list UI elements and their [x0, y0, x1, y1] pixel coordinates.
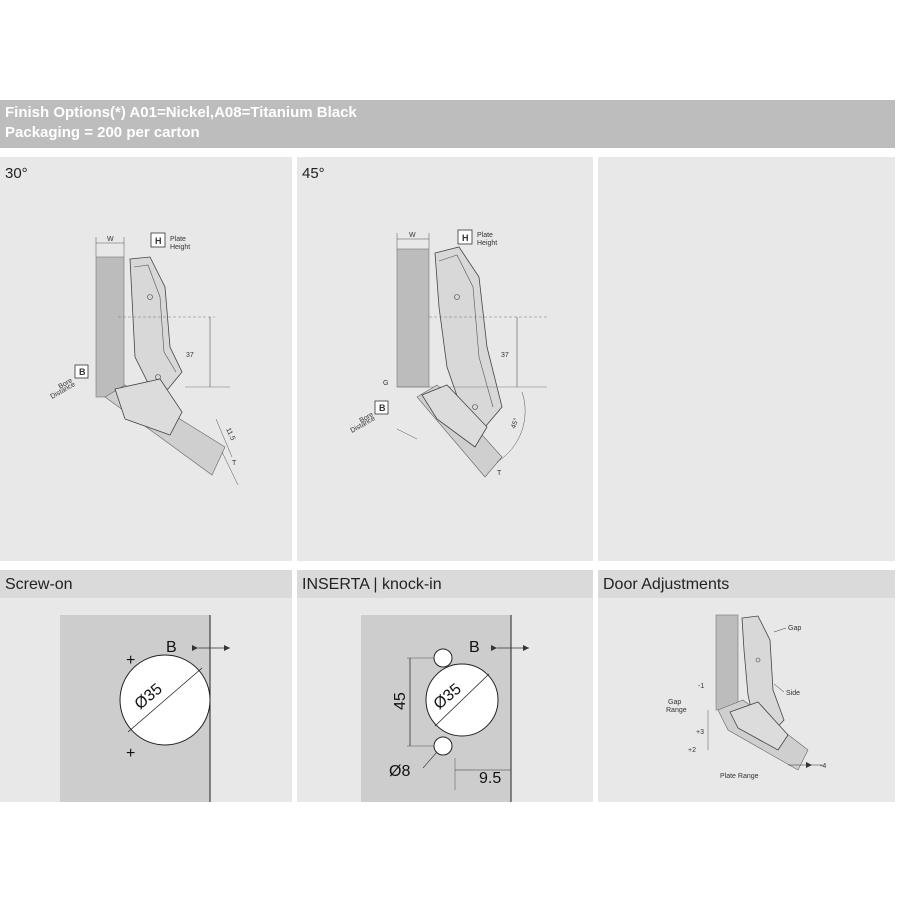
dim-45-label: 45°: [509, 417, 520, 430]
plate-height-box: [457, 229, 473, 245]
panel-30-degree: 30° W H Plate Height 37 B Bore Distance: [0, 157, 292, 561]
door-adjustment-diagram: Gap Side Gap Range -1 +3 +2 -4 Plate Ran…: [666, 614, 826, 780]
dim-d8-label: Ø8: [389, 763, 410, 780]
dim-t-label: T: [232, 460, 237, 467]
panel-title-inserta: INSERTA | knock-in: [302, 576, 442, 593]
plate-label-1: Plate: [170, 236, 186, 243]
dim-b-label: B: [469, 639, 480, 656]
panel-door-adjustments: Door Adjustments Gap Side Gap Range -1 +…: [598, 570, 895, 802]
panel-empty: [598, 157, 895, 561]
panel-title-45: 45°: [302, 165, 325, 182]
dim-t-label: T: [497, 470, 502, 477]
panel-inserta: INSERTA | knock-in B Ø35 45 Ø8 9.5: [297, 570, 593, 802]
dim-9-5-label: 9.5: [479, 770, 501, 787]
plus-3-label: +3: [696, 729, 704, 736]
dim-37-label: 37: [186, 352, 194, 359]
panel-title-door-adjustments: Door Adjustments: [603, 576, 730, 593]
plate-height-box-label: H: [155, 236, 162, 246]
title-strip: [297, 570, 593, 598]
gap-range-label-1: Gap: [668, 699, 681, 706]
plus-mark-top: +: [126, 652, 135, 669]
dim-w-label: W: [107, 236, 114, 243]
plate-label-1: Plate: [477, 232, 493, 239]
hinge-30-diagram: W H Plate Height 37 B Bore Distance 11.5…: [50, 232, 239, 486]
side-label: Side: [786, 690, 800, 697]
panel-screw-on: Screw-on B Ø35 + +: [0, 570, 292, 802]
panel-title-screw-on: Screw-on: [5, 576, 73, 593]
finish-options-line: Finish Options(*) A01=Nickel,A08=Titaniu…: [5, 104, 357, 121]
panel-title-30: 30°: [5, 165, 28, 182]
plate-height-box: [150, 232, 166, 248]
plate-label-2: Height: [170, 244, 190, 251]
minus-4-label: -4: [820, 763, 826, 770]
plus-2-label: +2: [688, 747, 696, 754]
bore-box: [374, 400, 389, 415]
dim-b-label: B: [166, 639, 177, 656]
panel-45-degree: 45° W H Plate Height 37 G 45° T B Bore D…: [297, 157, 593, 561]
dim-g-label: G: [383, 380, 388, 387]
gap-label: Gap: [788, 625, 801, 632]
packaging-line: Packaging = 200 per carton: [5, 124, 200, 141]
finish-header: Finish Options(*) A01=Nickel,A08=Titaniu…: [0, 100, 895, 148]
hinge-45-diagram: W H Plate Height 37 G 45° T B Bore Dista…: [350, 229, 547, 478]
title-strip: [0, 570, 292, 598]
dim-37-label: 37: [501, 352, 509, 359]
bore-box-label: B: [379, 403, 386, 413]
screw-on-diagram: B Ø35 + +: [60, 615, 230, 802]
dim-w-label: W: [409, 232, 416, 239]
plus-mark-bottom: +: [126, 745, 135, 762]
plate-label-2: Height: [477, 240, 497, 247]
inserta-diagram: B Ø35 45 Ø8 9.5: [361, 615, 529, 802]
dim-11-5-label: 11.5: [224, 427, 236, 442]
gap-range-label-2: Range: [666, 707, 687, 714]
plate-height-box-label: H: [462, 233, 469, 243]
plate-range-label: Plate Range: [720, 773, 759, 780]
bore-box-label: B: [79, 367, 86, 377]
bore-box: [74, 364, 89, 379]
minus-1-label: -1: [698, 683, 704, 690]
dim-45-label: 45: [392, 692, 409, 710]
title-strip: [598, 570, 895, 598]
